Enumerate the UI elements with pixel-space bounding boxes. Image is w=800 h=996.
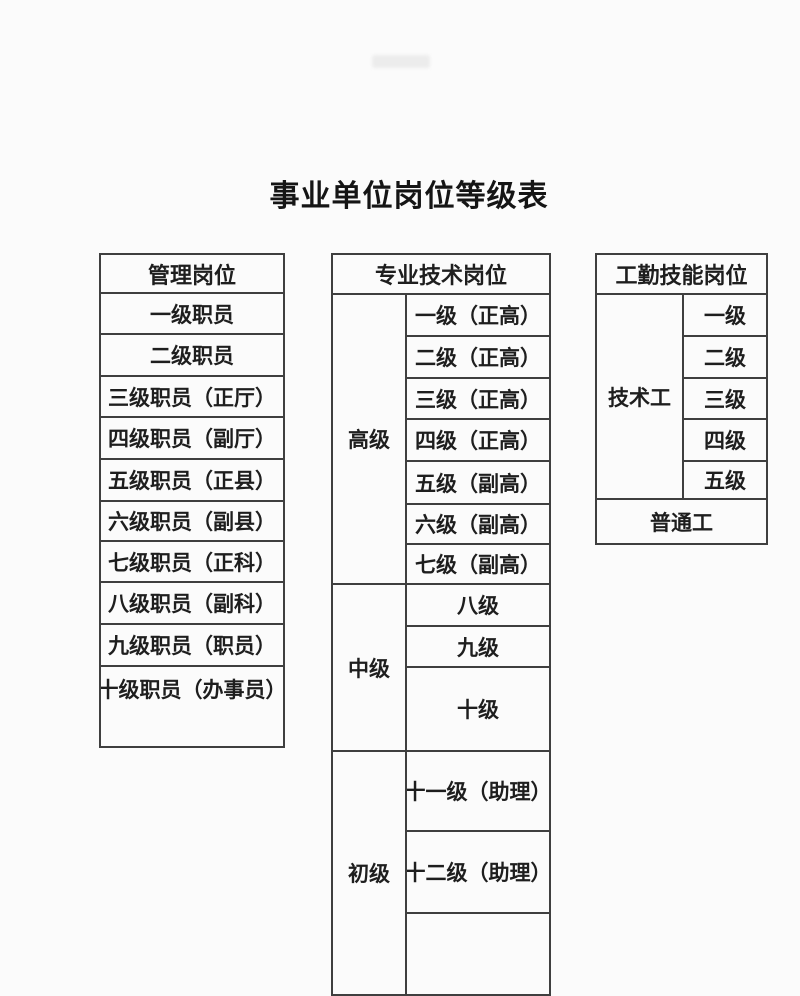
worker-table-header: 工勤技能岗位	[597, 255, 766, 293]
table-cell-empty	[407, 914, 549, 994]
table-cell: 一级职员	[101, 294, 283, 333]
category-cell-intermediate: 中级	[333, 585, 405, 750]
management-table-header: 管理岗位	[101, 255, 283, 292]
table-cell: 一级（正高）	[407, 295, 549, 335]
professional-table: 专业技术岗位 高级 一级（正高） 二级（正高） 三级（正高） 四级（正高） 五级…	[331, 253, 551, 996]
document-title: 事业单位岗位等级表	[269, 180, 549, 213]
faint-watermark	[372, 55, 430, 68]
table-cell: 三级（正高）	[407, 379, 549, 418]
table-cell: 六级职员（副县）	[101, 502, 283, 540]
table-cell: 四级职员（副厅）	[101, 418, 283, 458]
table-cell: 十二级（助理）	[407, 832, 549, 912]
table-cell: 七级职员（正科）	[101, 542, 283, 581]
table-cell: 二级职员	[101, 335, 283, 375]
table-cell: 六级（副高）	[407, 505, 549, 543]
table-cell: 九级	[407, 627, 549, 666]
management-table: 管理岗位 一级职员 二级职员 三级职员（正厅） 四级职员（副厅） 五级职员（正县…	[99, 253, 285, 748]
table-cell: 十级职员（办事员）	[101, 667, 283, 746]
table-cell: 一级	[684, 295, 766, 335]
table-cell: 五级职员（正县）	[101, 460, 283, 500]
footer-cell-ordinary-worker: 普通工	[597, 500, 766, 543]
table-cell: 二级（正高）	[407, 337, 549, 377]
table-cell: 八级	[407, 585, 549, 625]
table-cell: 四级（正高）	[407, 420, 549, 460]
table-cell: 五级	[684, 462, 766, 498]
professional-table-header: 专业技术岗位	[333, 255, 549, 293]
table-cell: 五级（副高）	[407, 462, 549, 503]
table-cell: 十一级（助理）	[407, 752, 549, 830]
table-cell: 八级职员（副科）	[101, 583, 283, 623]
table-cell: 十级	[407, 668, 549, 750]
category-cell-skilled-worker: 技术工	[597, 295, 682, 498]
category-cell-senior: 高级	[333, 295, 405, 583]
table-cell: 七级（副高）	[407, 545, 549, 583]
table-cell: 二级	[684, 337, 766, 377]
category-cell-junior: 初级	[333, 752, 405, 994]
table-cell: 九级职员（职员）	[101, 625, 283, 665]
table-cell: 四级	[684, 420, 766, 460]
table-cell: 三级	[684, 379, 766, 418]
table-cell: 三级职员（正厅）	[101, 377, 283, 416]
worker-table: 工勤技能岗位 技术工 一级 二级 三级 四级 五级 普通工	[595, 253, 768, 545]
